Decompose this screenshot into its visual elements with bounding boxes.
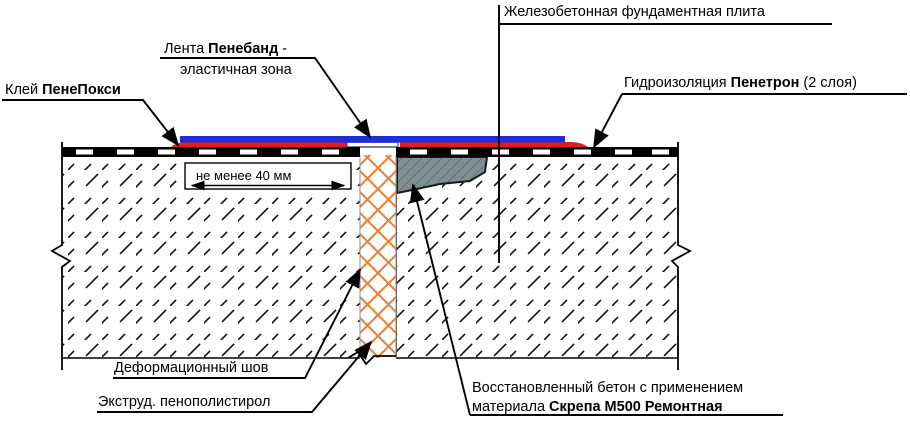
leader-glue xyxy=(2,99,180,147)
label-tape-line1: Лента Пенебанд - xyxy=(164,41,287,58)
leader-polystyrene xyxy=(97,340,373,413)
leader-waterproofing xyxy=(593,93,623,149)
dimension-40mm xyxy=(184,162,352,191)
peneband-tape xyxy=(180,136,565,148)
label-wp-plain: Гидроизоляция xyxy=(624,75,731,91)
label-dimension-text: не менее 40 мм xyxy=(196,168,292,183)
label-repair-plain: материала xyxy=(472,399,550,415)
label-waterproofing: Гидроизоляция Пенетрон (2 слоя) xyxy=(624,75,857,92)
label-repair-bold: Скрепа М500 Ремонтная xyxy=(549,399,723,415)
label-dimension-40mm: не менее 40 мм xyxy=(196,167,291,184)
label-polystyrene-text: Экструд. пенополистирол xyxy=(98,394,271,410)
leader-lines xyxy=(2,5,907,416)
label-wp-bold: Пенетрон xyxy=(730,75,800,91)
slab-right-section xyxy=(395,154,678,359)
polystyrene-joint-filler xyxy=(359,155,397,358)
label-tape-line2: эластичная зона xyxy=(180,62,292,79)
label-glue-plain: Клей xyxy=(5,82,43,98)
leader-repair-concrete xyxy=(409,183,471,416)
leader-tape xyxy=(160,57,372,139)
label-tape-plain: Лента xyxy=(164,41,209,57)
label-glue-bold: ПенеПокси xyxy=(42,82,121,98)
label-repair-line1: Восстановленный бетон с применением xyxy=(472,380,743,397)
label-elastic-zone-text: эластичная зона xyxy=(180,62,292,78)
label-glue: Клей ПенеПокси xyxy=(5,82,121,99)
elastic-zone-gap xyxy=(347,142,398,147)
label-tape-tail: - xyxy=(278,41,288,57)
label-slab-text: Железобетонная фундаментная плита xyxy=(504,4,765,20)
slab-left-section xyxy=(62,154,360,359)
label-repair-line2: материала Скрепа М500 Ремонтная xyxy=(472,399,723,416)
label-wp-tail: (2 слоя) xyxy=(799,75,857,91)
glue-layer xyxy=(171,142,588,148)
waterproofing-layer xyxy=(62,147,678,157)
label-repair-text-1: Восстановленный бетон с применением xyxy=(472,380,744,396)
label-tape-bold: Пенебанд xyxy=(208,41,279,57)
label-polystyrene: Экструд. пенополистирол xyxy=(98,394,270,411)
label-slab: Железобетонная фундаментная плита xyxy=(504,4,765,21)
label-expansion-joint: Деформационный шов xyxy=(114,360,268,377)
leader-expansion-joint xyxy=(113,268,361,379)
label-expansion-joint-text: Деформационный шов xyxy=(114,360,269,376)
elastic-zone-tape xyxy=(347,136,398,143)
